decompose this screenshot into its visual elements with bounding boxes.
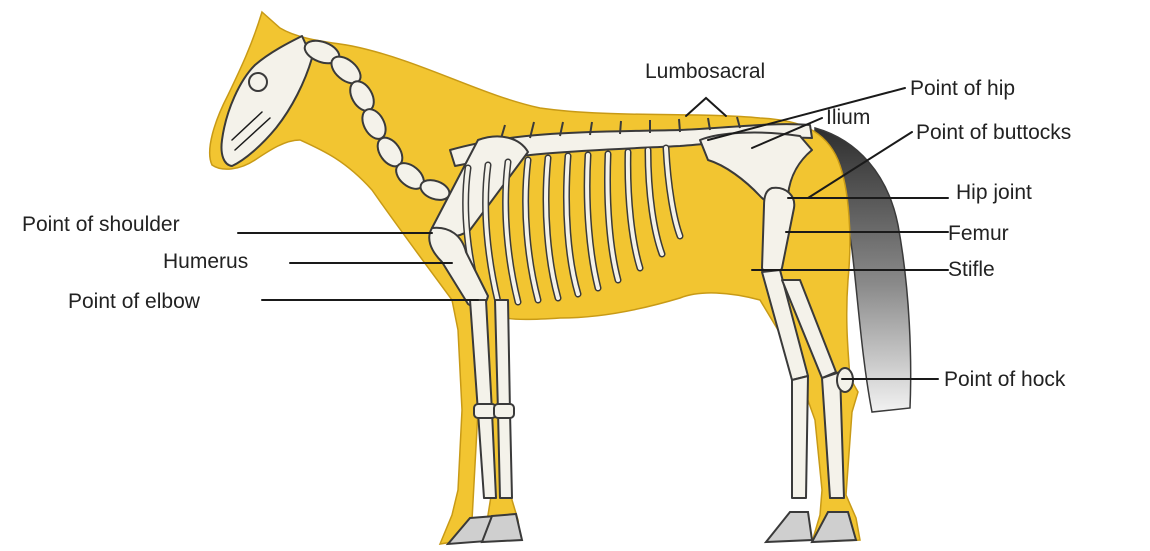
label-point-of-hip: Point of hip [910, 77, 1015, 100]
lumbosacral-bracket [686, 98, 726, 116]
label-point-of-shoulder: Point of shoulder [22, 213, 180, 236]
label-lumbosacral: Lumbosacral [645, 60, 765, 83]
label-femur: Femur [948, 222, 1009, 245]
label-humerus: Humerus [163, 250, 248, 273]
label-stifle: Stifle [948, 258, 995, 281]
label-ilium: Ilium [826, 106, 870, 129]
label-hip-joint: Hip joint [956, 181, 1032, 204]
label-point-of-buttocks: Point of buttocks [916, 121, 1071, 144]
label-point-of-elbow: Point of elbow [68, 290, 201, 313]
label-point-of-hock: Point of hock [944, 368, 1066, 391]
